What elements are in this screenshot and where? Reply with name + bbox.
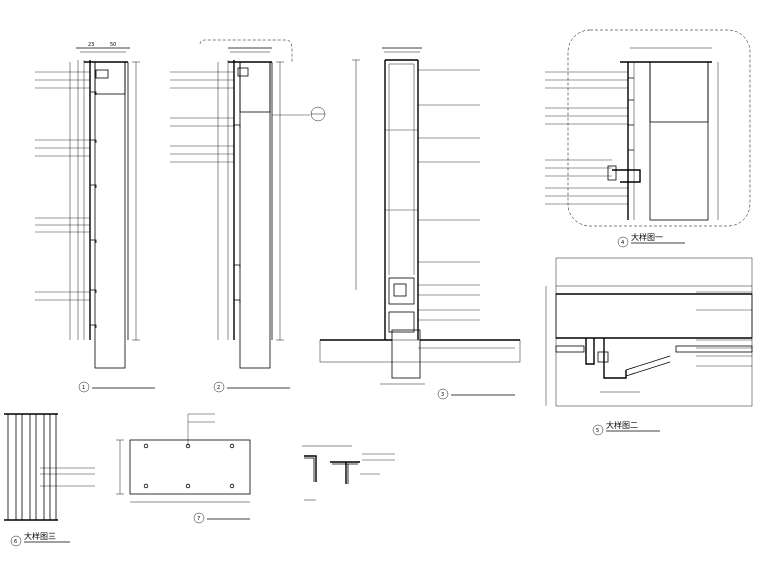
detail-1-marker xyxy=(78,381,90,393)
detail-7-title: 7 xyxy=(193,512,250,524)
detail-3-title: 3 xyxy=(437,388,515,400)
svg-text:50: 50 xyxy=(110,42,116,48)
detail-4-marker xyxy=(617,236,629,248)
detail-5-title: 5 大样图二 xyxy=(592,420,660,436)
detail-4-caption: 大样图一 xyxy=(631,232,663,242)
detail-6-title: 6 大样图三 xyxy=(10,531,70,547)
detail-3-column-section xyxy=(319,47,521,385)
detail-7-steel-plate xyxy=(116,413,251,503)
detail-1-wall-section: 23 50 xyxy=(35,42,140,369)
detail-4-title: 4 大样图一 xyxy=(617,232,685,248)
svg-text:23: 23 xyxy=(88,42,94,48)
detail-6-number: 6 xyxy=(14,539,17,545)
detail-1-number: 1 xyxy=(82,385,85,391)
detail-5-caption: 大样图二 xyxy=(606,420,638,430)
profile-clip-section xyxy=(302,445,395,501)
detail-7-number: 7 xyxy=(197,516,200,522)
detail-2-title: 2 xyxy=(213,381,290,393)
detail-2-number: 2 xyxy=(217,385,220,391)
detail-3-number: 3 xyxy=(441,392,444,398)
detail-2-wall-section xyxy=(170,39,326,369)
detail-6-marker xyxy=(10,535,22,547)
detail-5-marker xyxy=(592,424,604,436)
detail-7-marker xyxy=(193,512,205,524)
detail-2-marker xyxy=(213,381,225,393)
detail-6-panel-elevation xyxy=(4,413,95,521)
detail-1-title: 1 xyxy=(78,381,155,393)
detail-4-enlarged-section xyxy=(545,29,751,227)
detail-4-number: 4 xyxy=(621,240,624,246)
detail-6-caption: 大样图三 xyxy=(24,531,56,541)
detail-5-enlarged-section xyxy=(545,257,753,407)
detail-3-marker xyxy=(437,388,449,400)
detail-5-number: 5 xyxy=(596,428,599,434)
